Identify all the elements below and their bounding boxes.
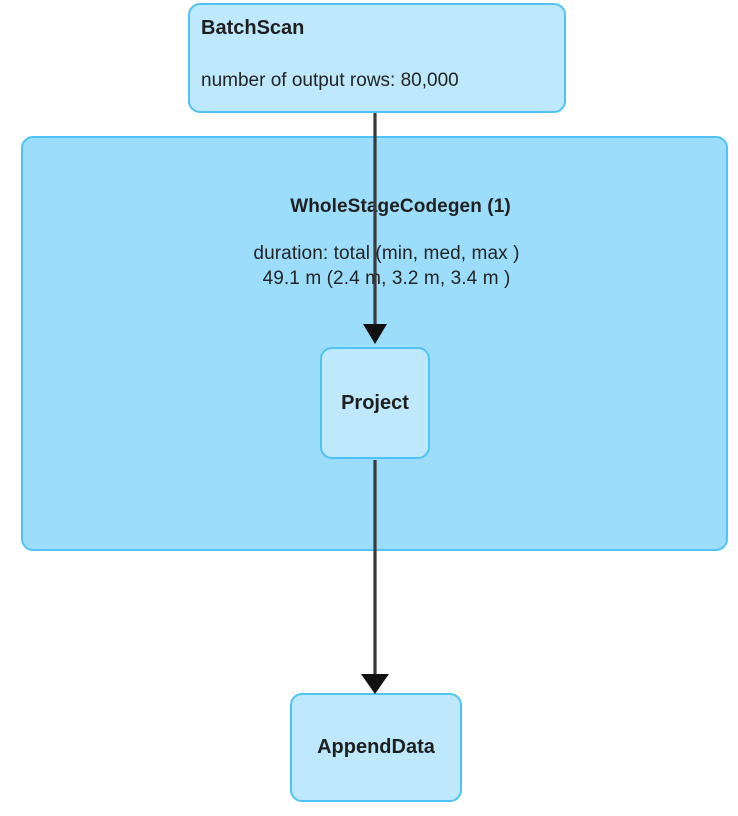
node-batchscan[interactable]: BatchScan number of output rows: 80,000 xyxy=(188,3,566,113)
wholestagecodegen-metric-header: duration: total (min, med, max ) xyxy=(253,243,520,264)
wholestagecodegen-metrics: duration: total (min, med, max ) 49.1 m … xyxy=(23,241,726,291)
node-project[interactable]: Project xyxy=(320,347,430,459)
project-title: Project xyxy=(341,391,409,414)
batchscan-title: BatchScan xyxy=(201,17,305,39)
batchscan-output-rows-metric: number of output rows: 80,000 xyxy=(201,70,459,91)
edge-project-to-appenddata-arrowhead xyxy=(361,674,389,694)
node-appenddata[interactable]: AppendData xyxy=(290,693,462,802)
appenddata-title: AppendData xyxy=(317,736,435,758)
wholestagecodegen-metric-values: 49.1 m (2.4 m, 3.2 m, 3.4 m ) xyxy=(262,268,511,289)
wholestagecodegen-container[interactable]: WholeStageCodegen (1) duration: total (m… xyxy=(21,136,728,551)
wholestagecodegen-title: WholeStageCodegen (1) xyxy=(290,196,511,217)
